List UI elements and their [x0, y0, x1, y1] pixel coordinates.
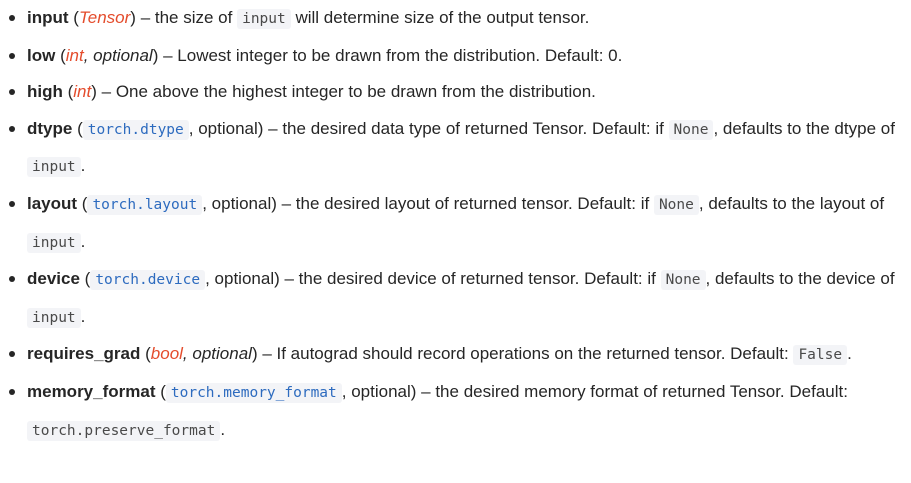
param-name: device — [27, 269, 80, 289]
param-type-link[interactable]: torch.memory_format — [165, 382, 342, 403]
inline-code: input — [27, 232, 81, 253]
param-requires-grad: requires_grad (bool, optional) – If auto… — [8, 336, 901, 374]
param-description: , defaults to the dtype of — [713, 118, 895, 138]
period: . — [80, 156, 86, 176]
param-name: input — [27, 8, 69, 27]
param-name: layout — [27, 193, 78, 213]
param-type-link[interactable]: torch.dtype — [82, 119, 189, 140]
period: . — [80, 306, 86, 326]
inline-code: None — [653, 194, 699, 215]
inline-code: None — [660, 270, 706, 291]
paren-open: ( — [62, 82, 74, 102]
param-high: high (int) – One above the highest integ… — [8, 74, 901, 111]
paren-close: ) — [91, 82, 97, 102]
inline-code: input — [27, 307, 81, 328]
param-name: low — [27, 45, 56, 65]
param-description: – the desired layout of returned tensor.… — [276, 193, 654, 213]
param-memory-format: memory_format (torch.memory_format, opti… — [8, 374, 901, 449]
param-name: high — [27, 82, 63, 102]
param-device: device (torch.device, optional) – the de… — [8, 261, 901, 336]
param-description: – the desired data type of returned Tens… — [263, 118, 669, 138]
param-description: , defaults to the layout of — [698, 193, 885, 213]
param-name: dtype — [27, 118, 73, 138]
parameter-list: input (Tensor) – the size of input will … — [8, 0, 901, 449]
inline-code: input — [237, 9, 291, 29]
param-type-link[interactable]: torch.device — [90, 270, 206, 291]
paren-open: ( — [77, 193, 88, 213]
param-type-link[interactable]: bool — [150, 344, 183, 364]
inline-code: input — [27, 157, 81, 178]
param-description: – the desired memory format of returned … — [416, 381, 848, 401]
param-input: input (Tensor) – the size of input will … — [8, 0, 901, 38]
param-description: – the size of — [135, 8, 238, 27]
param-name: requires_grad — [27, 344, 141, 364]
period: . — [847, 344, 852, 364]
param-type-link[interactable]: torch.layout — [87, 194, 203, 215]
param-type-link[interactable]: Tensor — [78, 8, 131, 27]
period: . — [80, 231, 86, 251]
paren-open: ( — [55, 45, 66, 65]
param-low: low (int, optional) – Lowest integer to … — [8, 38, 901, 75]
param-description: – Lowest integer to be drawn from the di… — [158, 45, 623, 65]
paren-open: ( — [72, 118, 83, 138]
param-description: – the desired device of returned tensor.… — [279, 269, 661, 289]
param-type-link[interactable]: int — [73, 82, 92, 102]
paren-close: ) — [251, 344, 258, 364]
param-optional: , optional) — [188, 118, 264, 138]
period: . — [220, 419, 226, 439]
param-optional: , optional) — [202, 193, 277, 213]
type-separator: , — [182, 344, 193, 364]
param-description: , defaults to the device of — [705, 269, 895, 289]
param-description: – If autograd should record operations o… — [257, 344, 794, 364]
paren-open: ( — [79, 269, 91, 289]
param-optional: , optional) — [341, 381, 417, 401]
paren-close: ) — [130, 8, 136, 27]
inline-code: torch.preserve_format — [27, 420, 221, 441]
inline-code: False — [793, 345, 848, 366]
paren-open: ( — [140, 344, 151, 364]
inline-code: None — [668, 119, 714, 140]
paren-open: ( — [155, 381, 166, 401]
param-optional: optional — [192, 344, 252, 364]
param-name: memory_format — [27, 381, 156, 401]
paren-close: ) — [152, 45, 159, 65]
param-description: will determine size of the output tensor… — [290, 8, 590, 27]
param-description: – One above the highest integer to be dr… — [96, 82, 596, 102]
param-layout: layout (torch.layout, optional) – the de… — [8, 186, 901, 261]
paren-open: ( — [68, 8, 79, 27]
param-optional: , optional) — [205, 269, 280, 289]
type-separator: , — [83, 45, 94, 65]
param-optional: optional — [93, 45, 153, 65]
param-dtype: dtype (torch.dtype, optional) – the desi… — [8, 111, 901, 186]
param-type-link[interactable]: int — [65, 45, 84, 65]
